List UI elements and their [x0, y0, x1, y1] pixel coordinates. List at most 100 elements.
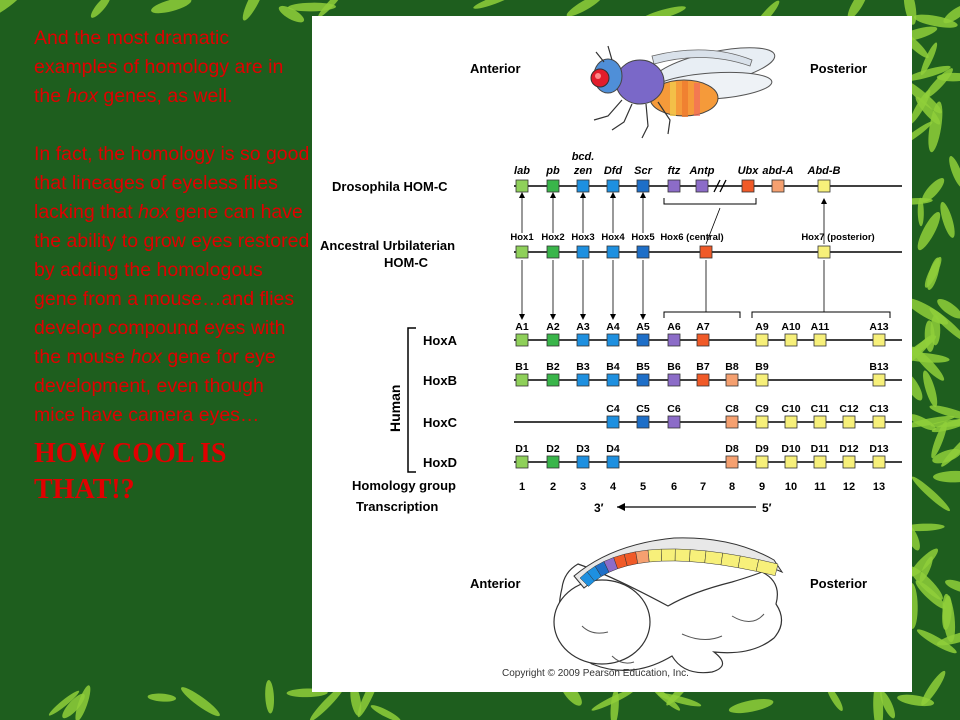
- human-gene-box: [872, 415, 886, 429]
- fly-anterior-label: Anterior: [470, 61, 521, 76]
- leaf-shape: [903, 0, 917, 25]
- human-gene-label: A11: [811, 321, 830, 333]
- hox-homology-diagram: Anterior Posterior Drosophila HOM-C Ance…: [320, 45, 902, 679]
- ancestral-gene-label: Hox3: [571, 232, 594, 243]
- human-gene-label: A1: [515, 321, 529, 333]
- fly-gene-label: Antp: [688, 165, 714, 177]
- ancestral-gene-label: Hox6 (central): [660, 232, 723, 243]
- human-gene-label: A3: [576, 321, 590, 333]
- cool-line-2: THAT!?: [34, 474, 135, 505]
- embryo-band-segment: [635, 549, 650, 564]
- human-gene-box: [606, 333, 620, 347]
- leaf-shape: [929, 405, 960, 420]
- homology-group-number: 11: [814, 481, 826, 493]
- fly-gene-label: lab: [514, 165, 530, 177]
- human-gene-box: [784, 455, 798, 469]
- chromosome-break-mark: [713, 179, 727, 193]
- ancestral-gene-box: [817, 245, 831, 259]
- human-cluster-label: HoxA: [423, 333, 458, 348]
- homology-group-number: 1: [519, 481, 525, 493]
- hox-italic: hox: [130, 346, 162, 368]
- fly-gene-box: [741, 179, 755, 193]
- human-gene-label: B5: [636, 361, 650, 373]
- ancestral-gene-box: [515, 245, 529, 259]
- human-gene-box: [813, 455, 827, 469]
- cool-line-1: HOW COOL IS: [34, 438, 227, 469]
- human-gene-box: [842, 415, 856, 429]
- ancestral-gene-label: Hox4: [601, 232, 625, 243]
- embryo-band-segment: [755, 559, 779, 576]
- homology-group-number: 12: [843, 481, 855, 493]
- human-gene-box: [872, 455, 886, 469]
- leaf-shape: [309, 684, 346, 720]
- leaf-shape: [350, 684, 362, 716]
- leaf-shape: [318, 0, 344, 18]
- slide-text-panel: And the most dramatic examples of homolo…: [34, 24, 310, 508]
- arrowhead: [519, 314, 525, 320]
- homology-group-number: 3: [580, 481, 586, 493]
- leaf-shape: [923, 370, 938, 408]
- hox-figure-panel: Anterior Posterior Drosophila HOM-C Ance…: [312, 16, 912, 692]
- leaf-shape: [921, 178, 945, 203]
- arrowhead: [821, 198, 827, 204]
- human-gene-box: [725, 455, 739, 469]
- human-gene-box: [872, 333, 886, 347]
- transcription-label: Transcription: [356, 499, 438, 514]
- fly-gene-label: pb: [545, 165, 560, 177]
- leaf-shape: [916, 629, 957, 654]
- human-cluster-label: HoxD: [423, 455, 457, 470]
- human-gene-label: C10: [781, 403, 800, 415]
- human-gene-label: D12: [839, 443, 858, 455]
- leaf-shape: [826, 685, 843, 711]
- leaf-shape: [728, 699, 774, 714]
- human-gene-label: D11: [811, 443, 830, 455]
- human-gene-box: [667, 373, 681, 387]
- homology-group-number: 10: [785, 481, 797, 493]
- human-gene-box: [515, 373, 529, 387]
- human-gene-box: [755, 455, 769, 469]
- copyright-text: Copyright © 2009 Pearson Education, Inc.: [502, 668, 689, 679]
- human-gene-label: B6: [667, 361, 681, 373]
- fly-gene-label: Abd-B: [807, 165, 841, 177]
- ancestral-gene-label: Hox1: [510, 232, 534, 243]
- three-prime-label: 3′: [594, 501, 604, 515]
- arrowhead: [610, 314, 616, 320]
- fly-gene-label: Scr: [634, 165, 652, 177]
- leaf-shape: [566, 0, 603, 17]
- human-gene-label: C12: [839, 403, 858, 415]
- leaf-shape: [473, 0, 515, 9]
- homology-group-number: 2: [550, 481, 556, 493]
- leaf-shape: [911, 476, 950, 512]
- human-gene-label: B9: [755, 361, 769, 373]
- hox-italic: hox: [138, 201, 170, 223]
- human-gene-label: A13: [869, 321, 888, 333]
- paragraph-homology-intro: And the most dramatic examples of homolo…: [34, 24, 310, 111]
- central-up-line: [705, 207, 721, 245]
- fly-gene-box: [636, 179, 650, 193]
- embryo-band-segment: [704, 550, 724, 566]
- human-gene-box: [546, 373, 560, 387]
- human-gene-label: A6: [667, 321, 681, 333]
- human-gene-label: A5: [636, 321, 650, 333]
- arrowhead: [550, 192, 556, 198]
- leaf-shape: [928, 101, 943, 153]
- ancestral-gene-label: Hox5: [631, 232, 655, 243]
- human-gene-label: D3: [576, 443, 590, 455]
- human-gene-box: [606, 373, 620, 387]
- human-gene-label: A2: [546, 321, 560, 333]
- leaf-shape: [945, 579, 960, 594]
- human-gene-label: B4: [606, 361, 620, 373]
- human-gene-box: [606, 415, 620, 429]
- fly-gene-box: [771, 179, 785, 193]
- homology-group-number: 5: [640, 481, 646, 493]
- homology-group-number: 6: [671, 481, 677, 493]
- arrowhead: [640, 192, 646, 198]
- human-gene-box: [813, 333, 827, 347]
- human-gene-box: [696, 373, 710, 387]
- ancestral-gene-label: Hox7 (posterior): [801, 232, 874, 243]
- leaf-shape: [902, 79, 942, 114]
- leaf-shape: [908, 414, 936, 431]
- intro-text: And the most dramatic examples of homolo…: [34, 27, 284, 107]
- leaf-shape: [181, 687, 220, 717]
